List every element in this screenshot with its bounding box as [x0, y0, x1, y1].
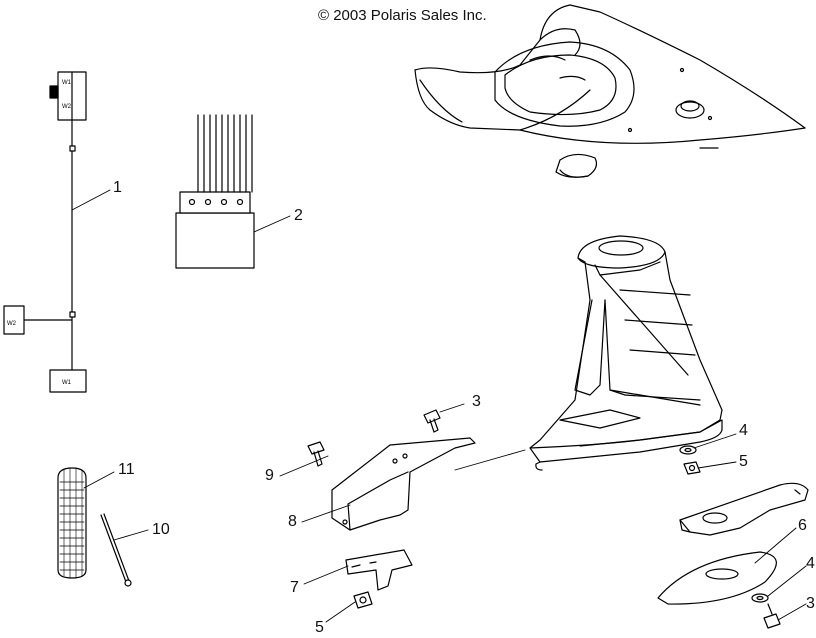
relay-module	[175, 114, 255, 269]
clip-7	[345, 549, 413, 591]
bolt-9	[307, 441, 325, 467]
callout-11: 11	[118, 461, 135, 478]
callout-5: 5	[739, 453, 748, 470]
leader-lines	[71, 189, 807, 623]
callout-3-lower: 3	[806, 595, 815, 612]
fender-panel	[414, 4, 806, 178]
washer-upper	[679, 445, 697, 455]
grip-sleeve	[57, 467, 87, 579]
bolt-lower	[763, 603, 781, 629]
callout-4: 4	[739, 422, 748, 439]
bolt-upper	[423, 409, 441, 433]
bracket-plate	[331, 437, 476, 531]
callout-6: 6	[798, 517, 807, 534]
callout-9: 9	[265, 467, 274, 484]
washer-lower	[751, 593, 769, 603]
copyright-notice: © 2003 Polaris Sales Inc.	[318, 7, 487, 24]
callout-4-lower: 4	[806, 555, 815, 572]
tag-top-b: W2	[62, 104, 72, 110]
callout-10: 10	[152, 521, 170, 538]
callout-1: 1	[113, 179, 122, 196]
callout-5-lower: 5	[315, 619, 324, 636]
mounting-tower	[529, 235, 723, 471]
tag-top-a: W1	[62, 80, 72, 86]
nut-bottom	[353, 591, 373, 609]
clamp-arm	[679, 482, 809, 536]
wire-harness	[3, 71, 87, 393]
callout-8: 8	[288, 513, 297, 530]
cable-tie	[100, 513, 132, 587]
callout-3: 3	[472, 393, 481, 410]
nut-upper	[683, 461, 701, 475]
callout-2: 2	[294, 207, 303, 224]
base-plate	[657, 551, 777, 605]
tag-side: W2	[7, 321, 17, 327]
connector-tags: W1 W2 W2 W1	[7, 80, 72, 386]
callout-7: 7	[290, 579, 299, 596]
tag-bottom: W1	[62, 380, 72, 386]
